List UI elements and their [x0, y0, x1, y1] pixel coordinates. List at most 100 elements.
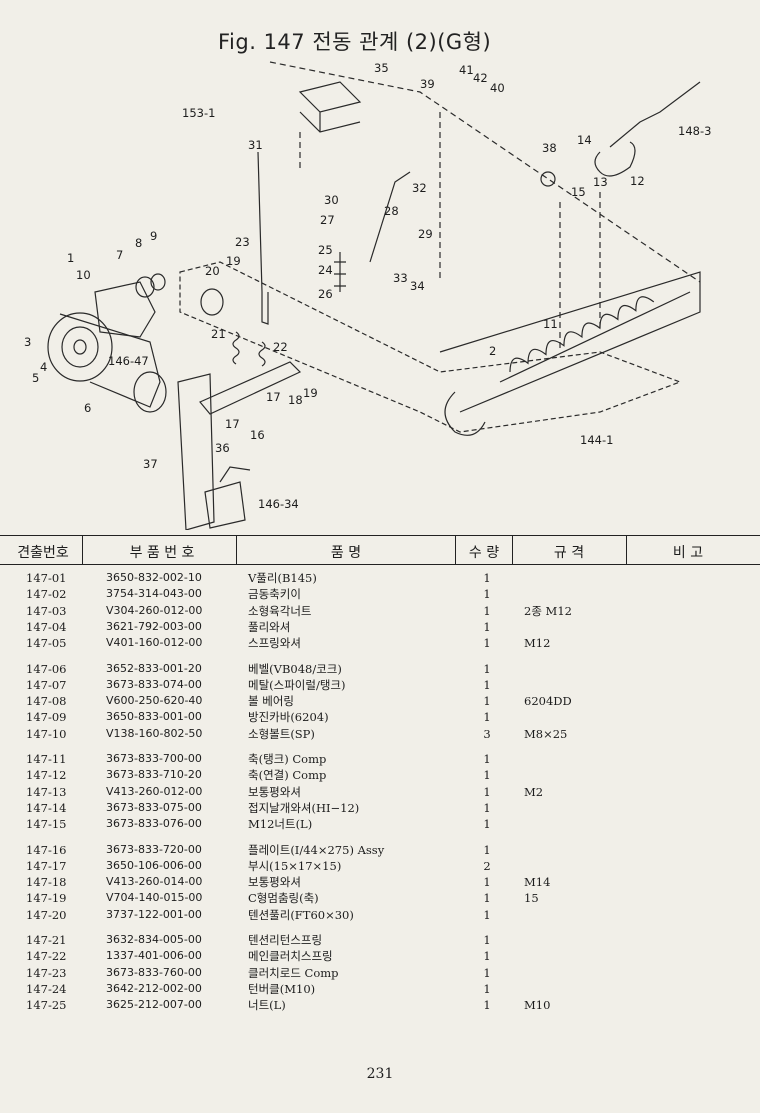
svg-text:34: 34	[410, 279, 425, 293]
row-index: 147-02	[26, 587, 67, 602]
svg-text:4: 4	[40, 360, 47, 374]
row-part-number: 3632-834-005-00	[106, 933, 202, 946]
row-index: 147-17	[26, 858, 67, 873]
row-part-number: V304-260-012-00	[106, 603, 203, 617]
svg-text:3: 3	[24, 335, 31, 349]
row-quantity: 1	[483, 636, 491, 651]
header-spec: 규 격	[553, 545, 585, 561]
row-part-number: 1337-401-006-00	[106, 949, 202, 963]
row-index: 147-19	[26, 891, 67, 906]
row-part-number: 3650-832-002-10	[106, 571, 202, 584]
row-quantity: 1	[483, 661, 491, 676]
svg-text:42: 42	[473, 71, 488, 85]
row-quantity: 1	[483, 677, 491, 692]
row-part-name: 보통평와셔	[248, 875, 301, 890]
row-part-name: 금동축키이	[248, 587, 301, 602]
row-part-number: 3754-314-043-00	[106, 587, 202, 601]
row-index: 147-25	[26, 998, 67, 1013]
svg-text:36: 36	[215, 441, 230, 455]
row-part-name: 메인클러치스프링	[248, 949, 333, 964]
row-part-name: M12너트(L)	[248, 817, 313, 832]
row-part-name: 볼 베어링	[248, 694, 294, 709]
svg-text:20: 20	[205, 264, 220, 278]
svg-text:24: 24	[318, 263, 333, 277]
row-index: 147-22	[26, 949, 67, 964]
page-number: 231	[366, 1066, 394, 1082]
row-quantity: 1	[483, 949, 491, 964]
row-quantity: 1	[483, 933, 491, 947]
svg-text:33: 33	[393, 271, 408, 285]
row-index: 147-23	[26, 965, 67, 980]
svg-text:148-3: 148-3	[678, 124, 711, 138]
svg-text:30: 30	[324, 193, 339, 207]
row-part-number: V413-260-014-00	[106, 875, 203, 889]
row-quantity: 1	[483, 907, 491, 922]
row-index: 147-03	[26, 603, 67, 618]
row-part-number: V138-160-802-50	[106, 726, 203, 740]
table-row: 147-25 3625-212-007-00 너트(L) 1 M10	[0, 997, 760, 1013]
row-part-name: 부시(15×17×15)	[248, 858, 342, 873]
svg-text:13: 13	[593, 175, 608, 189]
header-remarks: 비 고	[672, 545, 704, 561]
row-quantity: 1	[483, 752, 491, 766]
row-part-number: 3673-833-076-00	[106, 817, 202, 831]
row-part-name: C형멈춤링(축)	[248, 891, 319, 906]
svg-text:16: 16	[250, 428, 265, 442]
svg-text:19: 19	[226, 254, 241, 268]
svg-text:15: 15	[571, 185, 586, 199]
svg-text:39: 39	[420, 77, 435, 91]
row-index: 147-04	[26, 619, 67, 634]
row-part-name: 너트(L)	[248, 998, 286, 1013]
svg-text:6: 6	[84, 401, 91, 415]
column-divider	[626, 536, 627, 564]
row-index: 147-08	[26, 694, 67, 709]
svg-text:32: 32	[412, 181, 427, 195]
row-part-number: V704-140-015-00	[106, 891, 203, 905]
row-part-name: 축(탱크) Comp	[248, 752, 327, 766]
row-quantity: 1	[483, 998, 491, 1013]
row-spec: M14	[524, 875, 551, 890]
svg-text:146-47: 146-47	[108, 354, 149, 368]
row-part-name: 소형볼트(SP)	[248, 726, 315, 741]
row-index: 147-07	[26, 677, 67, 692]
row-part-number: 3625-212-007-00	[106, 998, 202, 1012]
svg-text:17: 17	[225, 417, 240, 431]
row-part-name: 소형육각너트	[248, 603, 312, 618]
row-part-name: 텐션리턴스프링	[248, 933, 323, 947]
callout-labels: 35 153-1 39 41 42 40 148-3 31 38 14 15 1…	[24, 61, 711, 511]
header-part-number: 부 품 번 호	[129, 545, 195, 561]
header-quantity: 수 량	[468, 545, 500, 561]
row-spec: 15	[524, 891, 539, 906]
row-spec: M10	[524, 998, 551, 1013]
table-row: 147-22 1337-401-006-00 메인클러치스프링 1	[0, 948, 760, 964]
row-quantity: 1	[483, 694, 491, 709]
row-part-name: 클러치로드 Comp	[248, 965, 339, 980]
row-quantity: 1	[483, 965, 491, 980]
svg-text:12: 12	[630, 174, 645, 188]
svg-text:18: 18	[288, 393, 303, 407]
svg-text:40: 40	[490, 81, 505, 95]
svg-text:153-1: 153-1	[182, 106, 215, 120]
row-part-number: 3652-833-001-20	[106, 661, 202, 675]
header-part-name: 품 명	[330, 545, 362, 561]
row-part-name: 텐션풀리(FT60×30)	[248, 907, 354, 922]
column-divider	[512, 536, 513, 564]
row-part-name: 축(연결) Comp	[248, 768, 327, 783]
svg-text:29: 29	[418, 227, 433, 241]
svg-text:2: 2	[489, 344, 496, 358]
column-divider	[236, 536, 237, 564]
figure-title: Fig. 147 전동 관계 (2)(G형)	[218, 30, 492, 54]
row-spec: 6204DD	[524, 694, 572, 709]
